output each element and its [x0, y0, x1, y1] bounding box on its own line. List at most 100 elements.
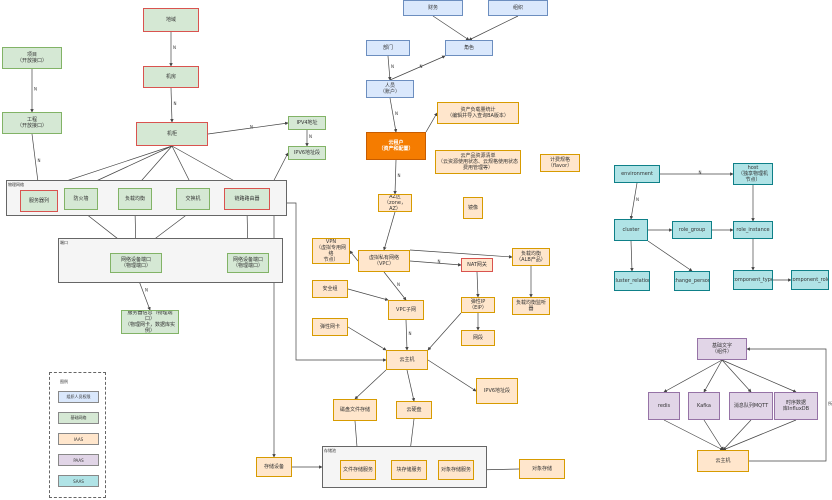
- node-elastic-nic: 弹性网卡: [312, 318, 348, 336]
- node-org: 组织: [488, 0, 548, 16]
- node-environment: environment: [614, 165, 660, 183]
- edge-nic-ecs: [347, 326, 387, 351]
- node-room: 机柜: [136, 122, 208, 146]
- edge-label: N: [438, 259, 441, 264]
- edge-cluster-cluster_relation: [630, 240, 634, 272]
- node-host: host （独享物理机 节点）: [733, 163, 773, 185]
- node-role-group: role_group: [672, 221, 712, 239]
- edge-redis-host: [663, 419, 724, 451]
- node-role-instance: role_instance: [733, 221, 773, 239]
- node-vpn: VPN （虚拟专用网络 节点）: [312, 238, 350, 264]
- edge-label: N: [409, 331, 412, 336]
- edge-ecs-cloud_disk: [406, 369, 416, 402]
- node-person: 人员 （账户）: [366, 80, 414, 98]
- node-storage-dev: 存储设备: [256, 457, 292, 477]
- edge-org-role: [468, 15, 519, 41]
- edge-tidb-host: [722, 419, 797, 451]
- node-ipv6: IPV6地址段: [288, 146, 326, 160]
- node-lb: 负载均衡 （ALB产品）: [512, 248, 550, 266]
- edge-label: N: [34, 87, 37, 92]
- node-vpc-sub: VPC子网: [388, 300, 424, 320]
- node-billing: 计费规格 （flavor）: [540, 154, 580, 172]
- legend-item: PAAS: [58, 454, 99, 466]
- edge-tenant-note: [425, 112, 438, 133]
- node-obj-bucket: 对象存储: [519, 459, 565, 479]
- node-block-store: 块存储服务: [391, 460, 427, 480]
- node-finance: 财务: [403, 0, 463, 16]
- edge-mqtt-host: [722, 419, 752, 451]
- edge-vpc-nat: [409, 260, 462, 267]
- node-eip: 弹性IP （EIP）: [461, 297, 495, 313]
- node-n-fw: 防火墙: [64, 188, 98, 210]
- edge-environment-cluster: [629, 182, 638, 220]
- edge-label: 所属: [828, 400, 832, 406]
- node-port-a: 网络设备端口 （物理端口）: [110, 253, 162, 273]
- edge-room-ipv4: [207, 121, 289, 135]
- node-project: 项目 （开放接口）: [2, 47, 62, 69]
- node-ipv6-seg: IPV6地址段: [476, 378, 518, 404]
- edge-tenant-az: [393, 159, 397, 195]
- node-dept: 部门: [366, 40, 410, 56]
- edge-label: N: [173, 45, 176, 50]
- edge-label: N: [145, 288, 148, 293]
- node-file-store: 文件存储服务: [340, 460, 376, 480]
- node-host-image: 镜像: [463, 197, 483, 219]
- edge-vpc-lb: [409, 249, 513, 259]
- node-saas-host: 云主机: [697, 450, 749, 472]
- node-pre-note: 资产负载量统计 （编辑并导入查询BA版本）: [437, 102, 519, 124]
- edge-saas-mqtt: [721, 359, 752, 393]
- node-cloud-volume-snap: 磁盘文件存储: [333, 399, 377, 421]
- edge-host-saas: [746, 347, 827, 462]
- node-component-type: component_type: [733, 270, 773, 290]
- node-n-lb: 负载均衡: [118, 188, 152, 210]
- edge-cluster-change: [647, 240, 693, 272]
- node-ecs: 云主机: [386, 350, 428, 370]
- node-tidb: 时序数据 库InfluxDB: [774, 392, 818, 420]
- edge-vpc-vpc_sub: [383, 271, 407, 301]
- edge-saas-kafka: [703, 359, 723, 393]
- node-ip-range: 网段: [461, 330, 495, 346]
- group-storage-label: 存储池: [324, 448, 336, 453]
- edge-eip-ecs: [427, 312, 462, 351]
- legend-item: 基础网络: [58, 412, 99, 424]
- group-physical-network-label: 物理网络: [8, 182, 24, 187]
- edge-role-person: [389, 55, 446, 81]
- group-port: [58, 238, 283, 283]
- legend-item: 组织人员权限: [58, 391, 99, 403]
- edge-kafka-host: [703, 419, 724, 451]
- edge-label: N: [174, 101, 177, 106]
- edge-label: N: [395, 111, 398, 116]
- node-n-rack: 服务器列: [20, 190, 58, 212]
- edge-saas-redis: [663, 359, 723, 393]
- node-sg: 安全组: [312, 280, 348, 298]
- edge-dept-person: [387, 55, 392, 81]
- edge-sg-sub: [347, 288, 389, 301]
- edge-label: N: [391, 64, 394, 69]
- edge-saas-tidb: [721, 359, 797, 393]
- legend-title: 图例: [60, 379, 68, 384]
- node-lb-listener: 负载均衡监听器: [512, 297, 550, 315]
- node-region-top: 地域: [143, 8, 199, 32]
- node-tenant: 云租户 （资产和配置）: [366, 132, 426, 160]
- edge-label: N: [420, 64, 423, 69]
- edge-label: N: [397, 282, 400, 287]
- legend-item: SAAS: [58, 475, 99, 487]
- node-region-mid: 机房: [143, 66, 199, 88]
- edge-label: N: [38, 158, 41, 163]
- edge-label: N: [699, 170, 702, 175]
- node-obj-store: 对象存储服务: [438, 460, 474, 480]
- node-cloud-disk: 云硬盘: [396, 401, 432, 419]
- node-vpc: 虚拟私有网络 （VPC）: [358, 250, 410, 272]
- node-n-router: 链路路由器: [224, 188, 270, 210]
- node-port-b: 网络设备端口 （物理端口）: [227, 253, 269, 273]
- node-redis: redis: [648, 392, 680, 420]
- edge-label: N: [309, 134, 312, 139]
- node-saas-app: 基础文字 （组件）: [697, 338, 747, 360]
- group-port-label: 端口: [60, 240, 68, 245]
- edge-person-tenant: [389, 97, 398, 133]
- node-az: AZ区 （zone，AZ）: [378, 194, 412, 212]
- edge-ecs-snap: [354, 369, 387, 400]
